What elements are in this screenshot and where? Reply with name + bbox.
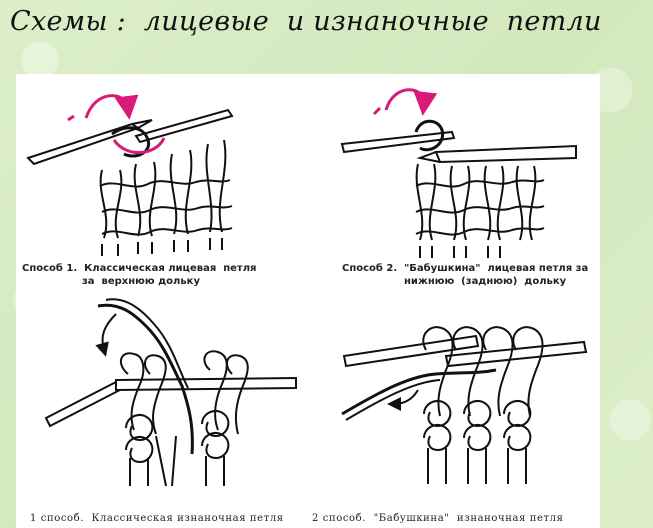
diagram-purl-grandma: [341, 326, 588, 484]
arrow-icon: [95, 313, 117, 357]
caption-knit-front-loop-line2: за верхнюю дольку: [82, 276, 200, 287]
knitting-diagrams: [26, 88, 588, 487]
stitch-columns: [422, 326, 544, 484]
caption-knit-back-loop-line1: Способ 2. "Бабушкина" лицевая петля за: [342, 263, 589, 274]
knitting-needle-right: [115, 376, 297, 392]
arrow-icon: [384, 88, 438, 116]
caption-knit-back-loop-line2: нижнюю (заднюю) дольку: [404, 276, 567, 287]
diagram-knit-back-loop: [340, 88, 577, 258]
arrow-icon: [387, 389, 419, 411]
diagram-knit-front-loop: [26, 94, 234, 256]
arrow-icon: [84, 94, 139, 120]
stitch-columns: [99, 139, 233, 256]
caption-purl-grandma: 2 способ. "Бабушкина" изнаночная петля: [312, 513, 564, 524]
diagram-panel: Способ 1. Классическая лицевая петля за …: [16, 74, 600, 528]
page-title: Схемы : лицевые и изнаночные петли: [10, 6, 602, 37]
knitting-needle-right: [444, 340, 588, 368]
diagram-purl-classic: [44, 298, 297, 487]
knitting-needle-left: [340, 130, 456, 154]
caption-knit-front-loop-line1: Способ 1. Классическая лицевая петля: [22, 263, 257, 274]
knitting-needle-right: [134, 108, 234, 144]
knitting-needle-left: [342, 334, 480, 368]
knitting-needle-right: [416, 144, 577, 164]
knitting-needle-left: [44, 380, 122, 428]
stitch-columns: [415, 163, 545, 258]
caption-purl-classic: 1 способ. Классическая изнаночная петля: [30, 513, 284, 524]
stitch-columns: [119, 350, 249, 487]
